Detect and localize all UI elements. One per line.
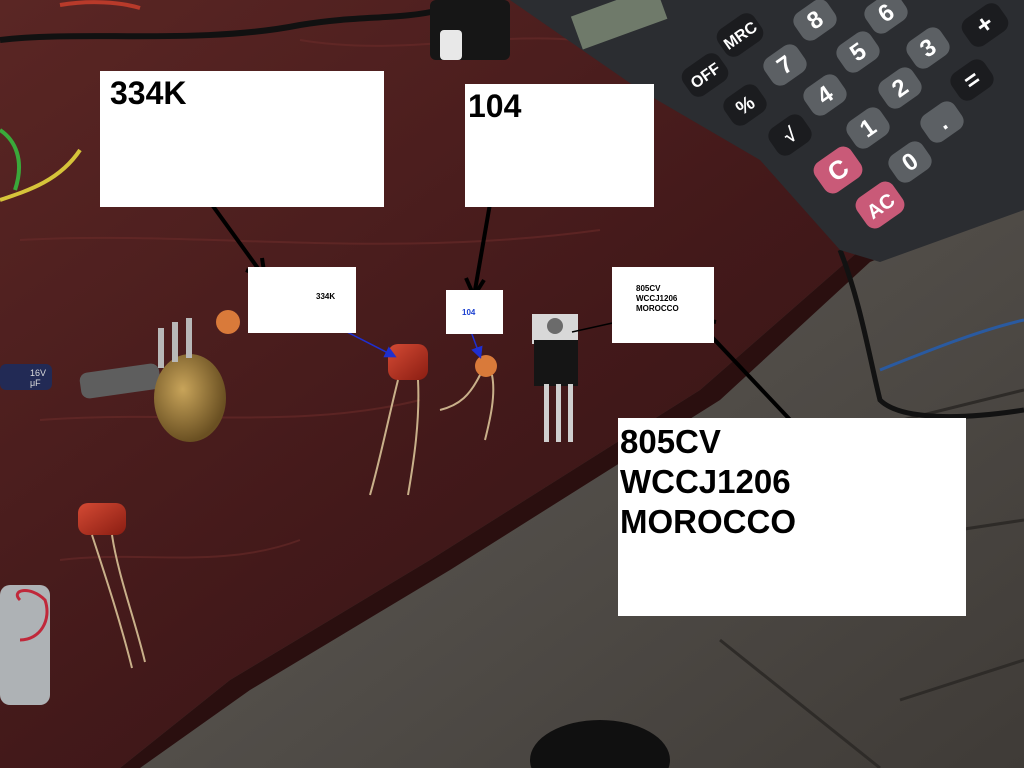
label-box-334k: 334K bbox=[100, 71, 384, 207]
red-capacitor-center bbox=[369, 344, 428, 496]
small-label-box-805cv: 805CV WCCJ1206 MOROCCO bbox=[612, 267, 714, 343]
svg-text:μF: μF bbox=[30, 378, 41, 388]
voltage-regulator bbox=[532, 314, 578, 442]
calculator-keys: OFF MRC % √ 7 8 4 5 6 1 2 3 0 . = + C AC bbox=[681, 0, 1009, 229]
red-wire bbox=[59, 0, 141, 10]
red-capacitor-left bbox=[78, 503, 146, 669]
ceramic-capacitor-104 bbox=[475, 355, 497, 377]
electrolytic-capacitor: 16V μF bbox=[0, 364, 52, 390]
yellow-wire bbox=[0, 148, 82, 202]
label-334k: 334K bbox=[110, 75, 187, 111]
small-label-box-334k: 334K bbox=[248, 267, 356, 333]
small-label-805cv: 805CV WCCJ1206 MOROCCO bbox=[636, 284, 679, 313]
calculator-cable bbox=[837, 249, 1024, 420]
label-805cv: 805CV WCCJ1206 MOROCCO bbox=[620, 423, 796, 540]
calculator: OFF MRC % √ 7 8 4 5 6 1 2 3 0 . = + C AC bbox=[510, 0, 1024, 262]
black-cable bbox=[0, 7, 441, 43]
small-label-box-104: 104 bbox=[446, 290, 503, 334]
white-clip bbox=[440, 30, 462, 60]
ceramic-capacitor-top bbox=[216, 310, 240, 334]
label-box-104: 104 bbox=[465, 84, 654, 207]
potentiometer bbox=[79, 318, 226, 442]
dc-motor bbox=[0, 585, 50, 705]
motor-red-wire bbox=[16, 589, 49, 642]
desk-grain bbox=[19, 37, 641, 561]
blue-cable bbox=[879, 318, 1024, 372]
desk-edge bbox=[120, 180, 1024, 768]
small-label-334k: 334K bbox=[316, 292, 336, 301]
label-104: 104 bbox=[468, 88, 522, 124]
svg-text:16V: 16V bbox=[30, 368, 46, 378]
label-box-805cv: 805CV WCCJ1206 MOROCCO bbox=[618, 418, 966, 616]
small-label-104: 104 bbox=[462, 308, 476, 317]
green-wire bbox=[0, 128, 21, 191]
ceramic-capacitor-leads bbox=[439, 374, 495, 441]
shoe bbox=[530, 720, 670, 768]
calculator-display bbox=[570, 0, 668, 50]
